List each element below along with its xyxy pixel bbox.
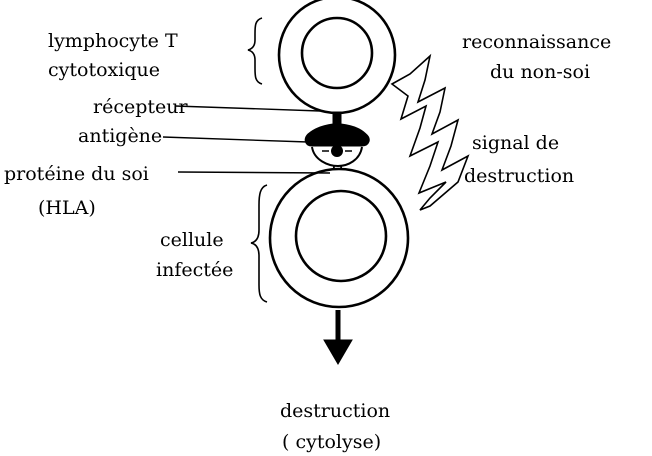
self-protein-label-line1: protéine du soi xyxy=(4,163,149,185)
lymphocyte-cell xyxy=(279,0,395,113)
infected-cell-brace xyxy=(251,185,267,302)
lymphocyte-label-line1: lymphocyte T xyxy=(48,30,178,52)
self-protein-leader-line xyxy=(178,172,330,173)
recognition-label-line2: du non-soi xyxy=(490,61,590,83)
result-label-line1: destruction xyxy=(280,400,390,422)
infected-cell-label-line2: infectée xyxy=(156,259,233,281)
signal-label-line1: signal de xyxy=(472,132,559,154)
lymphocyte-brace xyxy=(248,18,262,84)
antigen-label: antigène xyxy=(78,125,162,147)
receptor-shape xyxy=(305,112,369,146)
recognition-label-line1: reconnaissance xyxy=(462,31,611,53)
antigen-leader-line xyxy=(163,137,308,142)
infected-cell xyxy=(270,169,408,307)
receptor-label: récepteur xyxy=(93,96,188,118)
lymphocyte-label-line2: cytotoxique xyxy=(48,59,160,81)
destruction-signal-arrow xyxy=(392,56,468,210)
infected-cell-nucleus xyxy=(296,191,386,281)
antigen-dot xyxy=(331,145,343,157)
receptor-leader-line xyxy=(175,106,320,111)
infected-cell-label-line1: cellule xyxy=(160,229,224,251)
signal-label-line2: destruction xyxy=(464,165,574,187)
self-protein-label-line2: (HLA) xyxy=(38,197,96,219)
result-label-line2: ( cytolyse) xyxy=(282,431,381,453)
lymphocyte-nucleus xyxy=(302,18,372,88)
cytolysis-down-arrow xyxy=(324,310,352,364)
